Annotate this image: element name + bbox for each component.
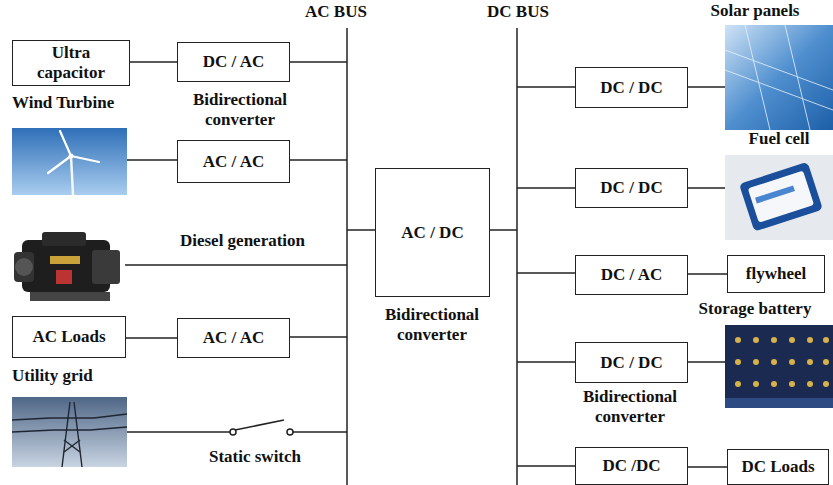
- box-text: DC Loads: [741, 457, 814, 477]
- source-label: Storage battery: [680, 299, 830, 319]
- box-text: DC / AC: [601, 265, 662, 285]
- utility-grid-picture: [12, 397, 127, 467]
- converter-box: DC / AC: [575, 255, 688, 295]
- converter-box: DC / DC: [575, 168, 688, 208]
- bus-label: DC BUS: [468, 2, 568, 22]
- solar-panels-picture: [725, 25, 833, 130]
- load-box: AC Loads: [12, 316, 126, 358]
- box-text: DC / AC: [203, 52, 264, 72]
- converter-box: DC /DC: [575, 447, 688, 485]
- box-text: Ultra capacitor: [17, 43, 125, 83]
- box-text: AC / DC: [401, 223, 463, 243]
- converter-box: DC / DC: [575, 342, 688, 383]
- box-text: AC Loads: [32, 327, 105, 347]
- ac-bus-line: [346, 28, 348, 485]
- source-label: Solar panels: [680, 1, 830, 21]
- source-label: Wind Turbine: [12, 93, 162, 113]
- wire-connector: [688, 466, 727, 468]
- bus-label: AC BUS: [286, 2, 386, 22]
- wind-turbine-picture: [12, 128, 127, 195]
- dc-bus-line: [516, 28, 518, 485]
- box-text: AC / AC: [203, 328, 264, 348]
- ac-wires: [125, 62, 517, 435]
- storage-box: flywheel: [727, 255, 825, 293]
- box-text: DC / DC: [600, 178, 662, 198]
- converter-box: DC / DC: [575, 67, 688, 108]
- storage-box: Ultra capacitor: [12, 40, 130, 86]
- converter-caption: Bidirectional converter: [565, 387, 695, 427]
- switch-label: Static switch: [190, 447, 320, 467]
- source-label: Utility grid: [12, 366, 162, 386]
- converter-box: AC / AC: [177, 140, 290, 183]
- box-text: DC /DC: [602, 456, 660, 476]
- fuel-cell-picture: [725, 155, 833, 240]
- converter-caption: Bidirectional converter: [175, 90, 305, 130]
- box-text: flywheel: [746, 264, 806, 284]
- box-text: AC / AC: [203, 152, 264, 172]
- source-label: Diesel generation: [150, 231, 335, 251]
- converter-box: DC / AC: [177, 42, 290, 82]
- source-label: Fuel cell: [730, 129, 828, 149]
- converter-caption: Bidirectional converter: [367, 305, 497, 345]
- storage-battery-picture: [725, 325, 833, 408]
- diesel-generator-picture: [14, 232, 120, 301]
- wire-connector: [688, 273, 727, 275]
- converter-box: AC / DC: [375, 168, 490, 297]
- converter-box: AC / AC: [177, 318, 290, 358]
- box-text: DC / DC: [600, 353, 662, 373]
- load-box: DC Loads: [727, 449, 829, 485]
- wire-connector: [126, 337, 177, 339]
- wire-connector: [130, 61, 177, 63]
- box-text: DC / DC: [600, 78, 662, 98]
- dc-wires: [517, 87, 725, 466]
